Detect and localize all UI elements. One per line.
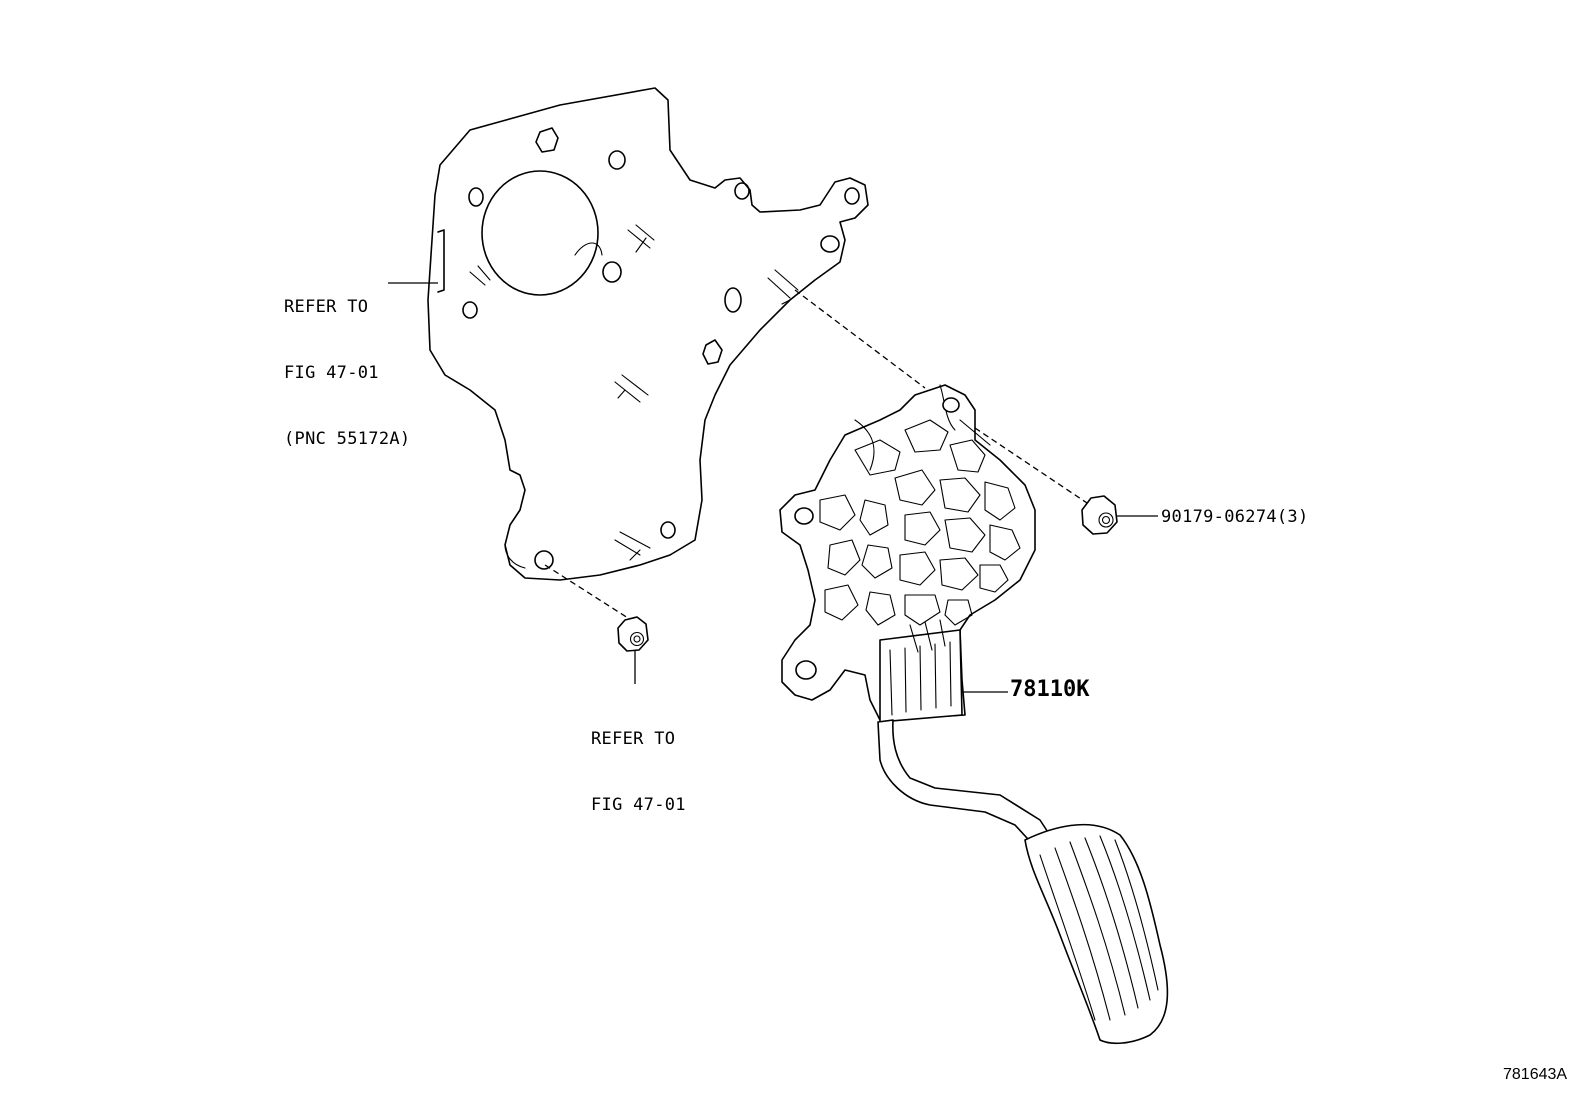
bracket-refer-line2: FIG 47-01 [284,363,379,383]
nut-refer-label: REFER TO FIG 47-01 [591,684,686,838]
pedal-part-number: 78110K [1010,677,1090,702]
nut-part-number: 90179-06274(3) [1161,507,1309,527]
bracket-refer-line1: REFER TO [284,297,369,317]
accelerator-pedal-assembly [779,384,1169,1045]
illustration-number: 781643A [1503,1066,1568,1083]
assembly-line-lower [544,564,629,619]
nut-lower [617,616,649,652]
assembly-line-upper [794,289,926,389]
bracket-refer-label: REFER TO FIG 47-01 (PNC 55172A) [284,252,410,472]
nut-right [1081,495,1118,535]
pedal-bracket [427,87,869,581]
nut-refer-line2: FIG 47-01 [591,795,686,815]
assembly-line-right [974,427,1091,506]
nut-refer-line1: REFER TO [591,729,676,749]
bracket-refer-line3: (PNC 55172A) [284,429,411,449]
